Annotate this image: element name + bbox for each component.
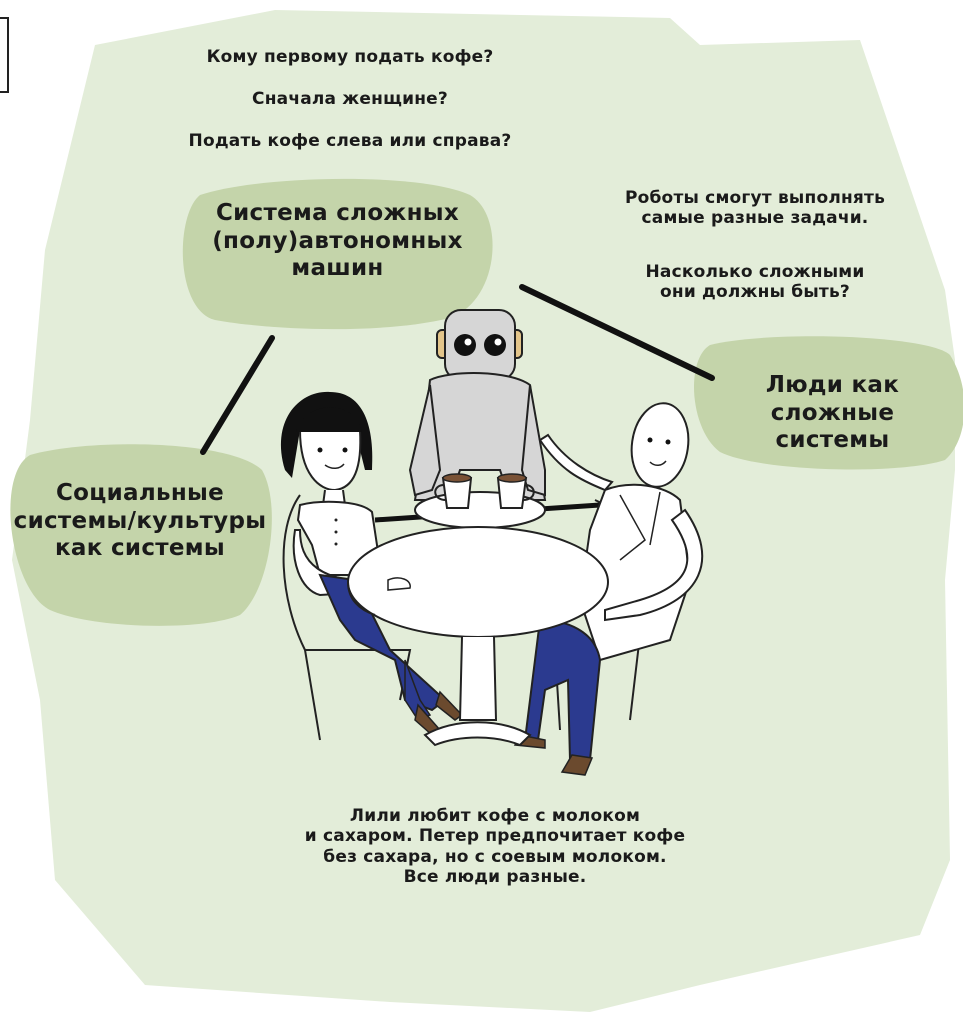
robot-figure (408, 309, 547, 529)
bubble-social-shape (10, 444, 272, 626)
man-figure (513, 402, 704, 776)
woman-figure (281, 391, 464, 736)
table (347, 526, 609, 747)
people-differ-note: Лили любит кофе с молоком и сахаром. Пет… (304, 806, 686, 888)
bubble-people-shape (694, 336, 963, 470)
bubble-people-label: Люди как сложные системы (765, 372, 900, 454)
robots-tasks-note: Роботы смогут выполнять самые разные зад… (624, 188, 886, 229)
connector-social-machines (200, 335, 275, 455)
connector-robot-people (519, 284, 715, 381)
bubble-machines-shape (182, 178, 493, 330)
bubble-machines-label: Система сложных (полу)автономных машин (212, 200, 463, 282)
coffee-cup-right (496, 473, 535, 509)
question-woman-first: Сначала женщине? (252, 89, 448, 109)
corner-mark (0, 17, 9, 93)
robots-complexity-question: Насколько сложными они должны быть? (645, 262, 865, 303)
woman-hand (387, 577, 411, 591)
coffee-cup-left (434, 473, 473, 509)
bubble-social-label: Социальные системы/культуры как системы (13, 480, 267, 562)
question-left-or-right: Подать кофе слева или справа? (188, 131, 512, 151)
question-serve-first: Кому первому подать кофе? (206, 47, 494, 67)
